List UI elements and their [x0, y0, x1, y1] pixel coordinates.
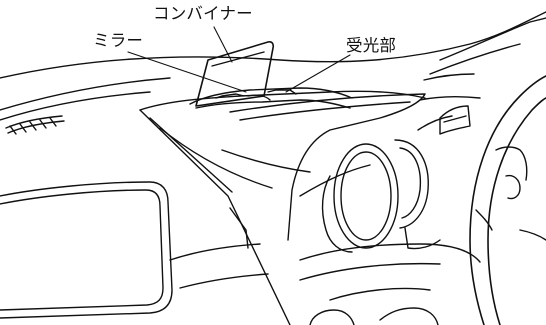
hud-housing [189, 87, 353, 109]
left-air-vent [5, 115, 65, 135]
a-pillar [439, 17, 546, 61]
right-air-vent [417, 105, 471, 135]
hud-combiner [195, 41, 275, 107]
label-light-sensor: 受光部 [346, 36, 397, 55]
instrument-gauges [321, 139, 441, 253]
center-display [0, 181, 173, 319]
steering-wheel [469, 75, 546, 325]
callout-leaders [127, 26, 351, 93]
cluster-hood [229, 93, 426, 241]
leader-light-sensor [285, 54, 351, 93]
leader-mirror [127, 51, 247, 93]
label-mirror: ミラー [93, 31, 144, 50]
windshield-edge [0, 11, 546, 79]
dash-top-contour-2 [0, 91, 151, 121]
dash-center-panel [139, 90, 426, 111]
dash-top-contour [0, 77, 171, 111]
label-combiner: コンバイナー [153, 4, 253, 23]
leader-combiner [213, 26, 233, 63]
